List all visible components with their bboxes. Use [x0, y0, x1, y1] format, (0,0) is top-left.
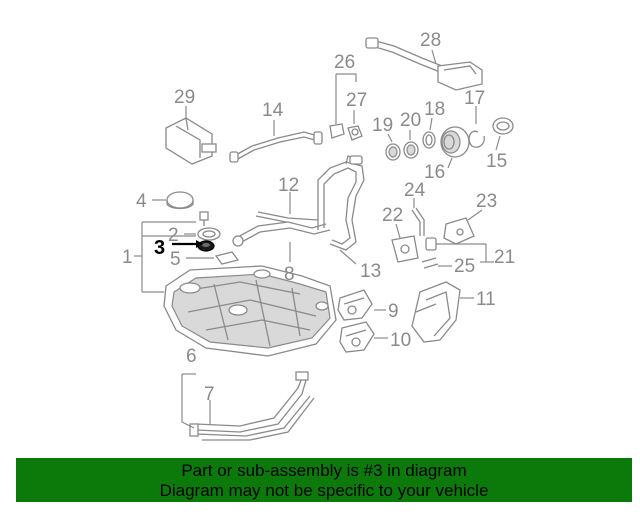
callout-23: 23 — [476, 191, 497, 212]
callout-24: 24 — [404, 180, 426, 201]
callout-19: 19 — [372, 115, 393, 136]
callout-25: 25 — [454, 256, 475, 277]
part-16-cap-assembly — [440, 126, 470, 158]
part-14-hose — [229, 131, 323, 163]
callout-16: 16 — [424, 162, 445, 183]
part-20-ring — [403, 141, 419, 159]
part-1-fuel-tank — [163, 265, 337, 357]
callout-14: 14 — [262, 100, 284, 121]
callout-6: 6 — [186, 346, 197, 367]
part-2-ring — [197, 227, 221, 241]
callout-9: 9 — [388, 301, 399, 322]
callout-22: 22 — [382, 205, 403, 226]
callout-8: 8 — [284, 264, 295, 285]
part-21-connector — [425, 237, 437, 251]
callout-27: 27 — [346, 90, 367, 111]
callout-26: 26 — [334, 52, 355, 73]
part-3-gasket — [197, 240, 215, 252]
banner-line-disclaimer: Diagram may not be specific to your vehi… — [159, 481, 489, 500]
part-15-cap — [492, 117, 514, 135]
leader-lines — [134, 49, 501, 429]
part-24-hose — [411, 207, 425, 236]
callout-18: 18 — [424, 99, 445, 120]
part-6-7-straps — [189, 371, 315, 441]
part-28-filler-pipe — [365, 37, 483, 91]
part-9-valve — [337, 289, 373, 321]
callout-1: 1 — [122, 247, 133, 268]
part-10-valve — [339, 321, 375, 353]
callout-3-highlighted: 3 — [154, 237, 165, 259]
callout-10: 10 — [390, 330, 411, 351]
info-banner: Part or sub-assembly is #3 in diagram Di… — [16, 458, 632, 502]
callout-2: 2 — [168, 225, 179, 246]
callout-labels: 1 2 3 4 5 6 7 8 9 10 11 12 13 14 15 16 1… — [122, 30, 515, 405]
callout-7: 7 — [204, 384, 215, 405]
callout-17: 17 — [464, 88, 485, 109]
callout-21: 21 — [494, 247, 515, 268]
part-18-ring — [422, 131, 436, 149]
part-bolt — [199, 211, 209, 226]
part-25-clip — [421, 257, 439, 269]
part-4-cover — [166, 191, 194, 210]
part-23-bracket — [443, 217, 475, 245]
part-5-plate — [214, 251, 240, 265]
part-22-bracket — [391, 235, 419, 263]
part-17-clip — [468, 130, 485, 148]
part-26-27-clips — [329, 123, 363, 141]
part-11-shield — [411, 281, 461, 343]
part-19-ring — [385, 143, 401, 161]
callout-15: 15 — [486, 151, 507, 172]
callout-20: 20 — [400, 110, 421, 131]
part-29-bracket — [165, 117, 217, 165]
callout-13: 13 — [360, 261, 381, 282]
part-12-8-filler-tube — [232, 211, 331, 247]
callout-11: 11 — [476, 289, 496, 310]
callout-29: 29 — [174, 87, 195, 108]
callout-5: 5 — [170, 249, 181, 270]
callout-12: 12 — [278, 175, 299, 196]
callout-28: 28 — [420, 30, 441, 51]
banner-line-part-number: Part or sub-assembly is #3 in diagram — [181, 461, 467, 480]
part-13-vent-pipe — [317, 155, 365, 251]
callout-4: 4 — [136, 191, 147, 212]
